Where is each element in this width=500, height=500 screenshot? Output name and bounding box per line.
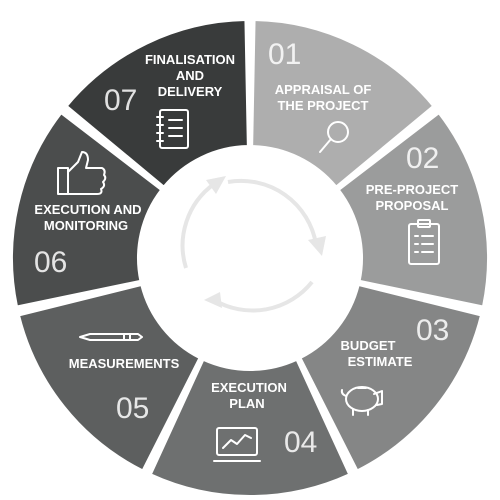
segment-3: [299, 284, 482, 472]
piggy-bank-icon: [340, 386, 383, 416]
segment-1-number: 01: [268, 38, 301, 71]
segment-2-title-line-1: PRE-PROJECT: [366, 182, 459, 197]
laptop-chart-icon: [213, 427, 261, 462]
segment-7-title-line-2: AND: [176, 68, 204, 83]
thumbs-up-icon: [57, 151, 107, 195]
magnifier-icon: [319, 121, 349, 153]
segment-7: [65, 19, 249, 188]
cycle-arrowhead-1: [308, 236, 326, 256]
labels-layer: 01 APPRAISAL OF THE PROJECT 02 PRE-PROJE…: [34, 38, 458, 459]
segment-5-title-line-1: MEASUREMENTS: [69, 356, 180, 371]
segment-6: [11, 112, 163, 308]
segment-5: [18, 284, 201, 472]
cycle-arrowhead-3: [206, 176, 226, 194]
icons-layer: [57, 109, 440, 462]
segment-5-number: 05: [116, 392, 149, 425]
segment-7-number: 07: [104, 84, 137, 117]
segment-2-number: 02: [406, 142, 439, 175]
segment-2: [337, 112, 489, 308]
clipboard-checklist-icon: [408, 219, 440, 265]
segment-4-title-line-2: PLAN: [229, 396, 264, 411]
segment-4-number: 04: [284, 426, 317, 459]
cycle-arrowhead-2: [204, 292, 222, 308]
cycle-arrow-1: [227, 178, 318, 245]
segment-6-number: 06: [34, 246, 67, 279]
segment-3-title-line-1: BUDGET: [341, 338, 396, 353]
cycle-arrow-3: [180, 182, 216, 269]
segment-1-title-line-1: APPRAISAL OF: [275, 82, 372, 97]
segment-3-title-line-2: ESTIMATE: [348, 354, 413, 369]
segment-7-title-line-1: FINALISATION: [145, 52, 235, 67]
segment-7-title-line-3: DELIVERY: [158, 84, 223, 99]
notebook-icon: [156, 109, 189, 149]
segments-layer: [11, 19, 489, 497]
center-cycle-arrows-icon: [180, 176, 326, 313]
segment-4-title-line-1: EXECUTION: [211, 380, 287, 395]
segment-1: [251, 19, 435, 188]
segment-1-title-line-2: THE PROJECT: [277, 98, 368, 113]
segment-6-title-line-1: EXECUTION AND: [34, 202, 141, 217]
segment-6-title-line-2: MONITORING: [44, 218, 128, 233]
cycle-arrow-2: [212, 280, 314, 313]
segment-2-title-line-2: PROPOSAL: [376, 198, 449, 213]
pen-icon: [79, 333, 143, 341]
segment-3-number: 03: [416, 314, 449, 347]
